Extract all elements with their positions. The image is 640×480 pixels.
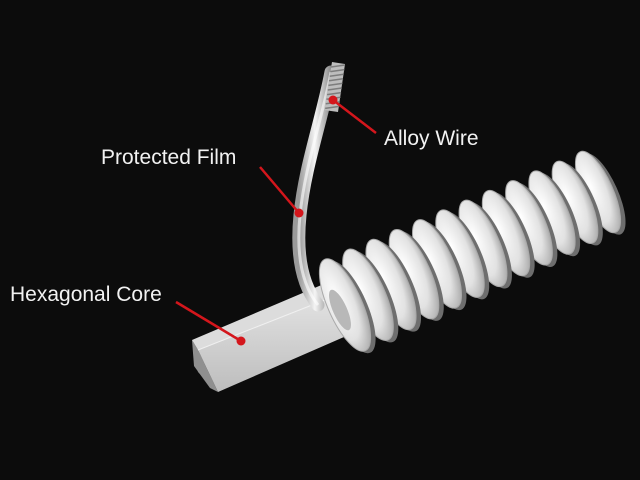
wire-thread — [329, 73, 344, 77]
coil-ring — [505, 180, 558, 267]
leader-lines — [175, 95, 377, 346]
wire-thread — [330, 68, 345, 73]
alloy-wire-label: Alloy Wire — [384, 127, 479, 150]
hexagonal-core-label: Hexagonal Core — [10, 283, 162, 306]
wire-thread — [328, 82, 343, 87]
protected-film-pointer — [294, 208, 304, 218]
hexagonal-core-leader — [175, 300, 242, 343]
hexagonal-core-pointer — [236, 336, 246, 346]
coil-ring — [551, 160, 603, 246]
wire-thread — [326, 91, 342, 96]
alloy-wire-pointer — [328, 95, 338, 105]
protected-film-label: Protected Film — [101, 146, 237, 169]
protected-film-leader — [259, 166, 300, 214]
alloy-wire-leader — [332, 99, 377, 134]
wire-thread — [328, 78, 344, 82]
alloy-wire-coil — [318, 150, 626, 354]
coil-ring — [458, 199, 512, 289]
wire-thread — [327, 87, 342, 91]
coil-opening — [329, 289, 351, 331]
wire-thread — [325, 105, 340, 110]
wire-thread — [330, 64, 346, 68]
